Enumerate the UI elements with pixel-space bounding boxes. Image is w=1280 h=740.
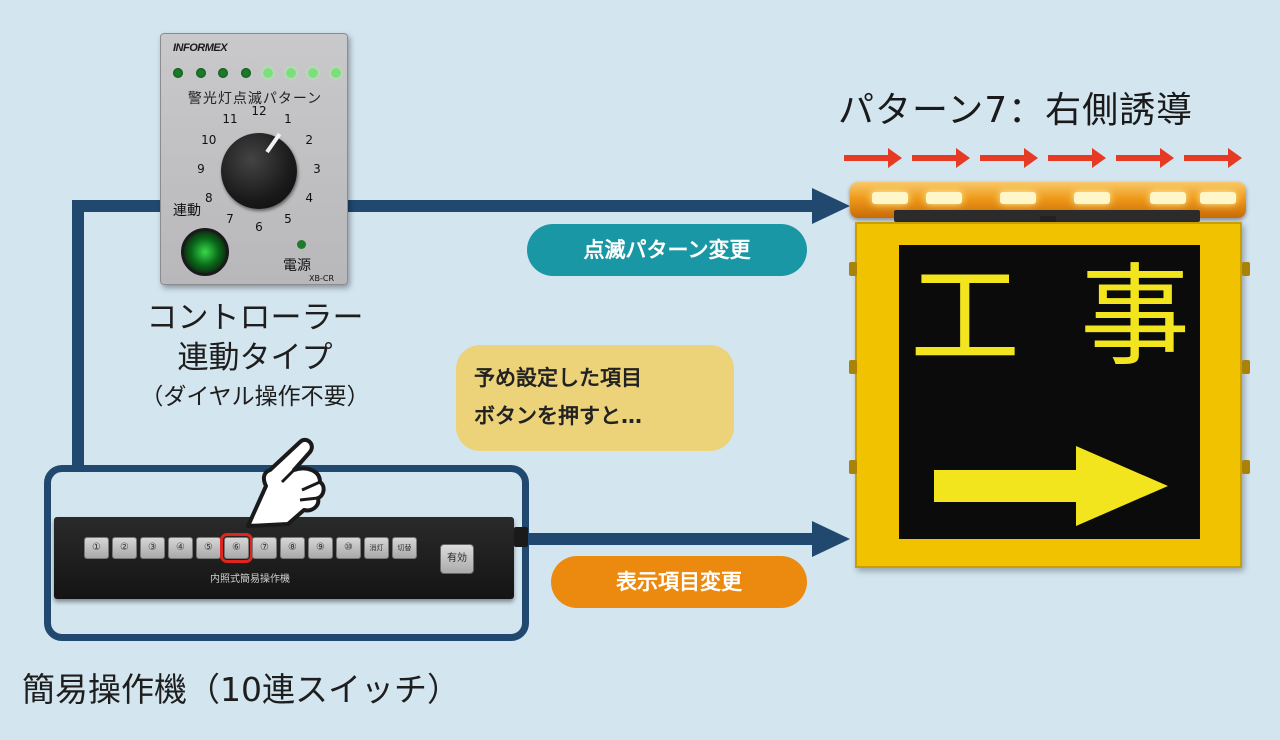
pattern-dial[interactable] (221, 133, 297, 209)
controller-caption: 警光灯点滅パターン (187, 91, 323, 107)
dial-number: 6 (255, 220, 263, 234)
sign-hinge (1242, 262, 1250, 276)
switch-connector (514, 527, 528, 547)
dial-number: 7 (226, 212, 234, 227)
sign-hinge (849, 262, 857, 276)
bubble-line-2: ボタンを押すと… (474, 404, 642, 428)
pattern-led (308, 68, 319, 78)
switch-key[interactable]: 切替 (392, 537, 417, 559)
light-lamp-4 (1074, 192, 1110, 204)
dial-number: 2 (305, 133, 314, 147)
switch-key[interactable]: ⑧ (280, 537, 305, 559)
sign-pattern-title: パターン7：右側誘導 (838, 90, 1194, 131)
red-direction-arrow (1048, 148, 1106, 168)
controller-led-row (173, 68, 341, 80)
sign-hinge (849, 360, 857, 374)
red-direction-arrow (980, 148, 1038, 168)
controller-logo: INFORMEX (173, 42, 228, 54)
light-lamp-6 (1200, 192, 1236, 204)
pattern-led (330, 68, 341, 78)
light-lamp-2 (926, 192, 962, 204)
red-direction-arrow (1116, 148, 1174, 168)
controller-subtitle: 連動タイプ (177, 340, 333, 376)
switch-key[interactable]: ② (112, 537, 137, 559)
enable-button[interactable]: 有効 (440, 544, 474, 574)
sign-character-2: 事 (1080, 253, 1190, 381)
switch-key[interactable]: ④ (168, 537, 193, 559)
bubble-line-1: 予め設定した項目 (474, 366, 642, 390)
power-label: 電源 (283, 258, 311, 274)
switch-key[interactable]: ① (84, 537, 109, 559)
dial-number: 1 (284, 111, 292, 126)
switch-key[interactable]: 消灯 (364, 537, 389, 559)
switch-title: 簡易操作機（10連スイッチ） (22, 670, 460, 709)
light-bar-stand (1040, 216, 1056, 226)
left-connector-line (72, 200, 164, 468)
power-led (297, 240, 306, 249)
link-label: 連動 (173, 203, 201, 219)
red-direction-arrow (1184, 148, 1242, 168)
switch-key[interactable]: ⑥ (220, 533, 253, 563)
pointing-hand-icon (246, 437, 326, 528)
dial-number: 12 (251, 104, 267, 118)
sign-character-1: 工 (910, 253, 1020, 381)
controller-model: XB-CR (309, 274, 334, 283)
pattern-led (285, 68, 296, 78)
red-direction-arrow (912, 148, 970, 168)
dial-number: 8 (204, 191, 213, 205)
link-button[interactable] (181, 228, 229, 276)
dial-number: 9 (197, 162, 205, 176)
dial-number: 10 (201, 133, 217, 147)
pattern-led (218, 68, 229, 78)
switch-key[interactable]: ⑩ (336, 537, 361, 559)
light-lamp-1 (872, 192, 908, 204)
sign-hinge (1242, 460, 1250, 474)
red-direction-arrow (844, 148, 902, 168)
pattern-led (263, 68, 274, 78)
switch-key[interactable]: ⑨ (308, 537, 333, 559)
switch-key[interactable]: ③ (140, 537, 165, 559)
dial-number: 5 (284, 212, 292, 227)
switch-key[interactable]: ⑦ (252, 537, 277, 559)
sign-hinge (1242, 360, 1250, 374)
red-arrow-row (844, 148, 1242, 168)
right-arrow-icon (934, 446, 1168, 526)
switch-key[interactable]: ⑤ (196, 537, 221, 559)
pattern-led (195, 68, 206, 78)
instruction-bubble: 予め設定した項目 ボタンを押すと… (456, 345, 734, 451)
pattern-change-pill: 点滅パターン変更 (527, 224, 807, 276)
dial-number: 11 (222, 111, 238, 126)
light-lamp-3 (1000, 192, 1036, 204)
dial-number: 3 (313, 162, 321, 176)
pattern-led (173, 68, 183, 78)
sign-hinge (849, 460, 857, 474)
dial-number: 4 (305, 191, 314, 205)
controller-title: コントローラー (146, 300, 364, 336)
display-change-pill: 表示項目変更 (551, 556, 807, 608)
controller-note: （ダイヤル操作不要） (140, 384, 370, 410)
bottom-arrowhead (812, 521, 850, 557)
light-lamp-5 (1150, 192, 1186, 204)
top-arrowhead (812, 188, 850, 224)
switch-device-label: 内照式簡易操作機 (210, 574, 290, 585)
pattern-led (240, 68, 251, 78)
